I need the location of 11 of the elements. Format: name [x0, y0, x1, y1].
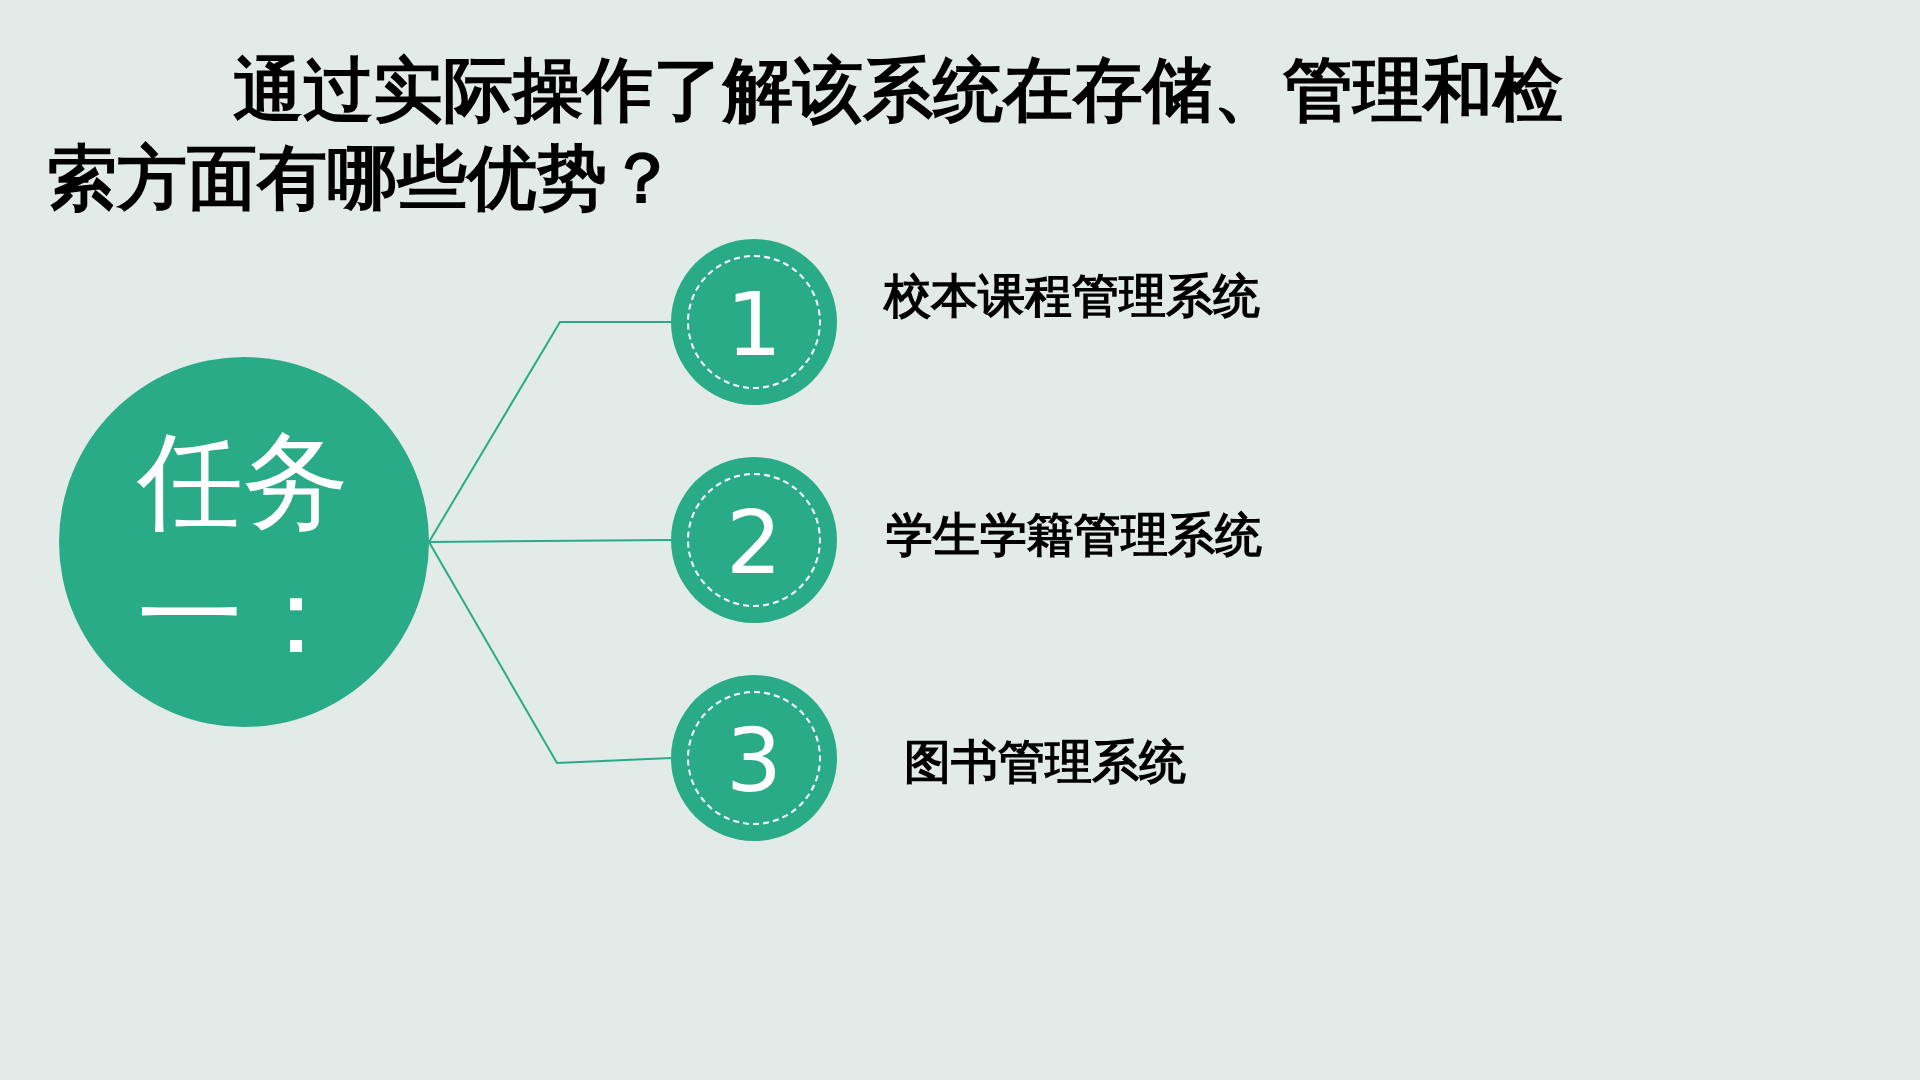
title-text: 通过实际操作了解该系统在存储、管理和检索方面有哪些优势？ [47, 48, 1564, 221]
connector-line [428, 539, 672, 543]
system-label: 学生学籍管理系统 [886, 506, 1262, 564]
system-label: 图书管理系统 [904, 733, 1186, 791]
system-label: 校本课程管理系统 [884, 267, 1260, 325]
step-number: 3 [725, 708, 783, 814]
connector-line [428, 321, 672, 543]
task-label: 任务一： [137, 419, 350, 679]
step-number: 2 [725, 490, 783, 596]
connector-line [428, 541, 672, 765]
step-number: 1 [725, 272, 783, 378]
